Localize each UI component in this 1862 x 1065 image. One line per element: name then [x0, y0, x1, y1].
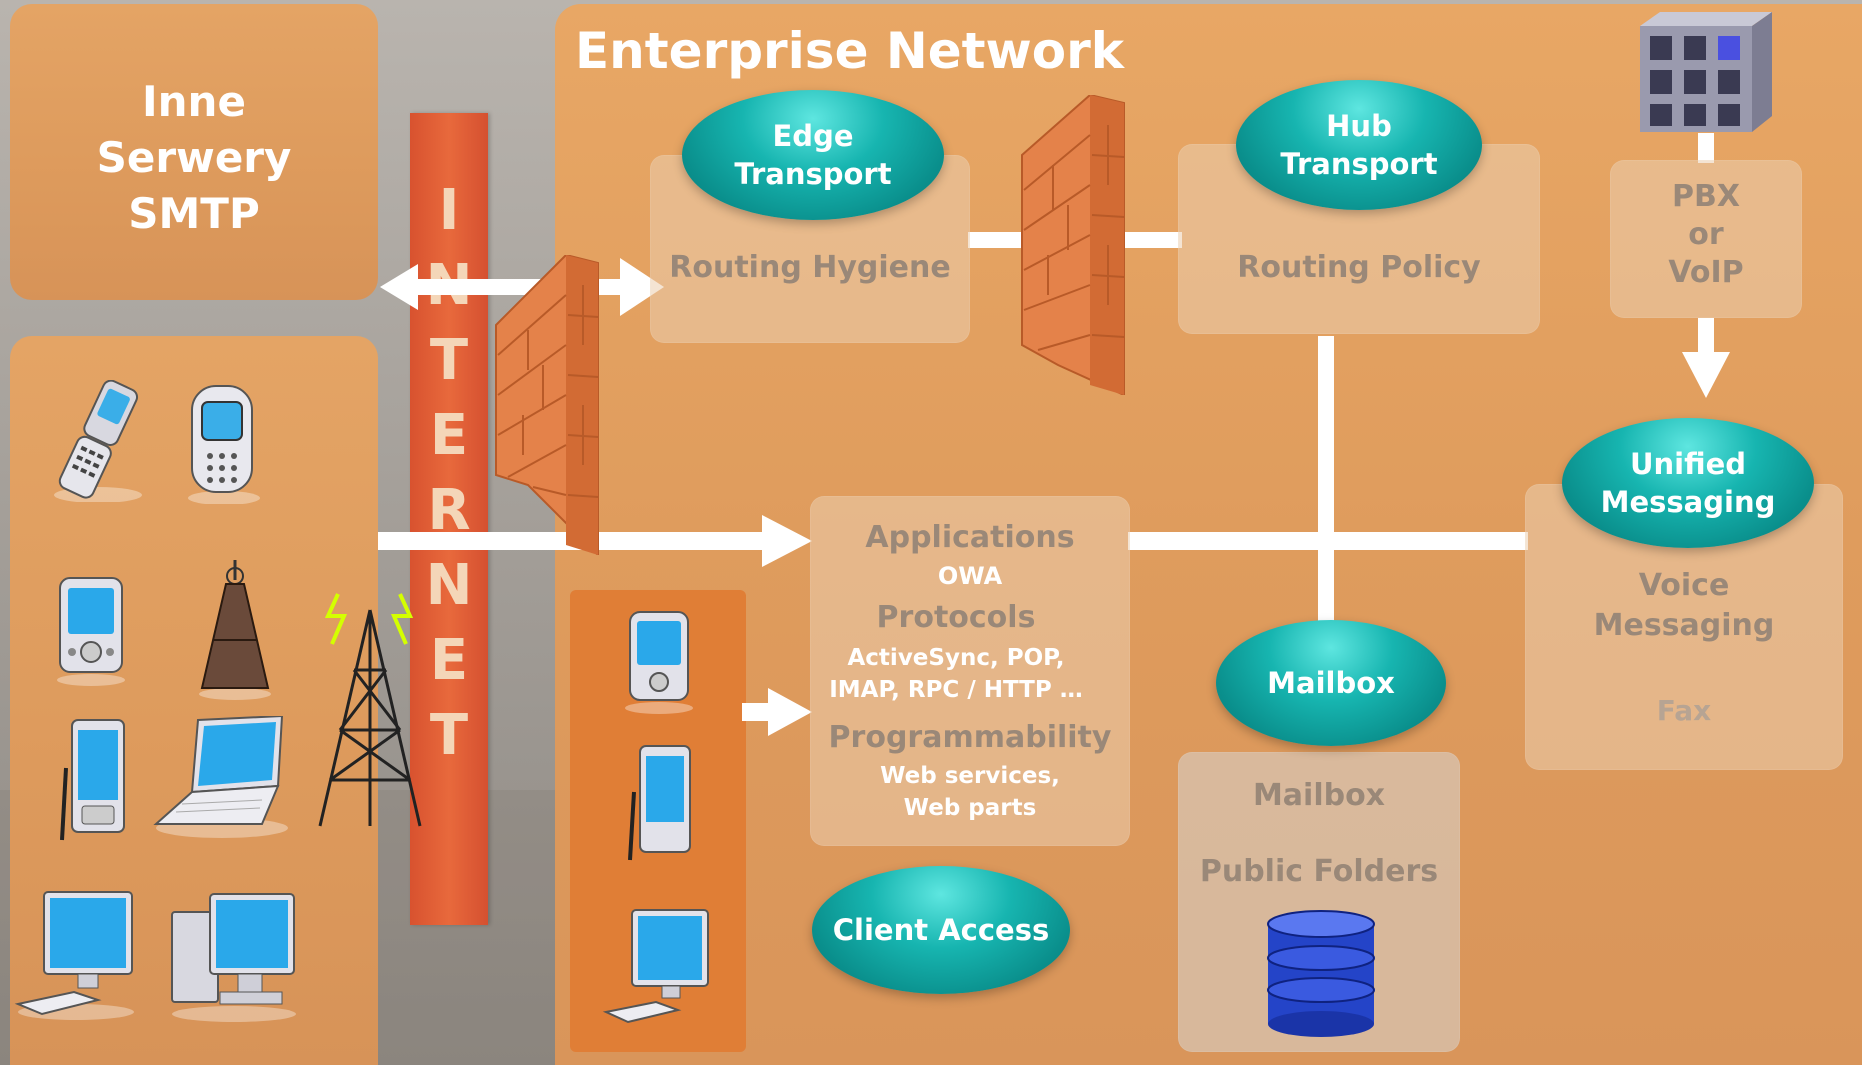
hub-transport-ellipse: Hub Transport: [1236, 80, 1482, 210]
pda-icon: [57, 577, 125, 686]
mobile-phone-icon: [188, 385, 260, 504]
client-access-ellipse: Client Access: [812, 866, 1070, 994]
desktop-monitor-icon: [602, 909, 709, 1024]
smtp-panel-line: SMTP: [128, 189, 260, 238]
edge-transport-title: Edge: [772, 119, 854, 153]
smtp-panel-line: Serwery: [96, 133, 292, 182]
internet-letter: I: [438, 178, 460, 243]
database-icon: [1267, 910, 1375, 1037]
pocket-pc-icon: [60, 719, 125, 841]
programmability-detail: Web services,: [880, 763, 1060, 789]
unified-messaging-title: Unified: [1629, 447, 1747, 481]
programmability-label: Programmability: [828, 720, 1112, 755]
applications-label: Applications: [865, 520, 1075, 555]
cell-tower-icon: [318, 593, 422, 827]
public-folders-label: Public Folders: [1199, 854, 1439, 889]
client-access-title: Client Access: [832, 913, 1050, 947]
server-tower-icon: [1640, 12, 1772, 132]
voice-messaging-line: Voice: [1638, 568, 1730, 603]
unified-messaging-ellipse: Unified Messaging: [1562, 418, 1814, 548]
mailbox-label: Mailbox: [1252, 778, 1386, 813]
edge-transport-title: Transport: [734, 157, 892, 191]
voice-messaging-line: Messaging: [1593, 608, 1775, 643]
mailbox-ellipse: Mailbox: [1216, 620, 1446, 746]
desktop-computer-icon: [171, 893, 296, 1022]
hub-transport-role: Routing Policy: [1237, 250, 1481, 285]
desktop-monitor-icon: [14, 891, 134, 1020]
protocols-detail: ActiveSync, POP,: [847, 645, 1065, 671]
firewall-icon: [495, 255, 599, 555]
fax-label: Fax: [1656, 694, 1712, 727]
laptop-icon: [153, 716, 288, 838]
protocols-detail: IMAP, RPC / HTTP …: [829, 677, 1083, 703]
flip-phone-icon: [54, 380, 142, 502]
pocket-pc-icon: [628, 745, 691, 861]
pbx-line: PBX: [1672, 179, 1740, 214]
pbx-line: VoIP: [1668, 255, 1744, 290]
edge-transport-role: Routing Hygiene: [669, 250, 951, 285]
pda-icon: [625, 611, 693, 714]
pbx-line: or: [1688, 217, 1724, 252]
firewall-icon: [1021, 95, 1125, 395]
pbx-box: PBX or VoIP: [1610, 160, 1802, 318]
internet-letter: E: [429, 403, 469, 468]
internet-letter: E: [429, 628, 469, 693]
radio-tower-icon: [199, 560, 271, 700]
smtp-servers-panel: Inne Serwery SMTP: [10, 4, 378, 300]
internet-bar: I N T E R N E T: [410, 113, 488, 925]
owa-label: OWA: [937, 562, 1003, 590]
internet-letter: T: [429, 328, 469, 393]
internet-letter: N: [425, 553, 473, 618]
hub-transport-title: Transport: [1280, 147, 1438, 181]
edge-transport-ellipse: Edge Transport: [682, 90, 944, 220]
internet-letter: T: [429, 703, 469, 768]
mailbox-title: Mailbox: [1267, 666, 1395, 700]
client-access-box: Applications OWA Protocols ActiveSync, P…: [810, 496, 1130, 846]
smtp-panel-line: Inne: [142, 77, 246, 126]
programmability-detail: Web parts: [903, 795, 1037, 821]
enterprise-network-title: Enterprise Network: [575, 22, 1124, 80]
hub-transport-title: Hub: [1326, 109, 1392, 143]
protocols-label: Protocols: [876, 600, 1036, 635]
unified-messaging-title: Messaging: [1600, 485, 1776, 519]
